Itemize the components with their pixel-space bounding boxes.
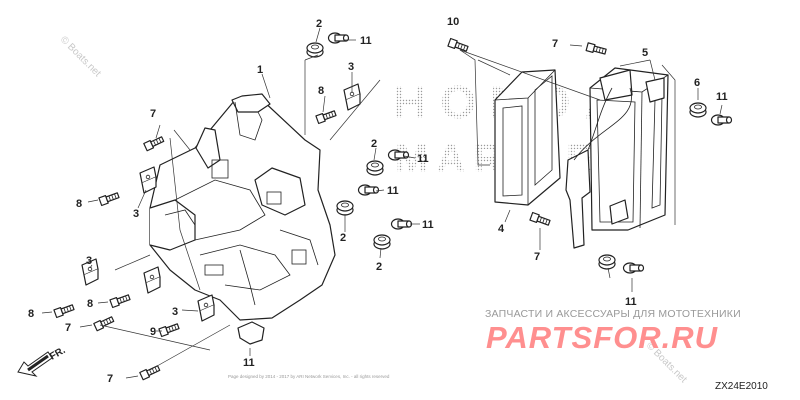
callout-3: 3 xyxy=(172,306,178,318)
main-bracket xyxy=(149,93,336,321)
callout-2: 2 xyxy=(340,232,346,244)
callout-1: 1 xyxy=(257,64,263,76)
leader-lines xyxy=(41,27,723,379)
front-direction-arrow: FR. xyxy=(17,345,68,377)
callout-7: 7 xyxy=(150,108,156,120)
callout-8: 8 xyxy=(76,198,82,210)
callout-8: 8 xyxy=(87,298,93,310)
callout-2: 2 xyxy=(371,138,377,150)
regulator-unit xyxy=(494,69,561,206)
callout-11: 11 xyxy=(417,153,429,165)
fitting-10 xyxy=(237,321,265,345)
watermark-top-left: © Boats.net xyxy=(58,34,103,79)
callout-7: 7 xyxy=(552,38,558,50)
callout-numbers: 1 2 2 2 2 3 3 3 3 4 5 6 7 7 7 7 7 8 8 8 … xyxy=(28,16,728,385)
fasteners xyxy=(53,32,733,381)
callout-11: 11 xyxy=(360,35,372,47)
callout-3: 3 xyxy=(86,255,92,267)
callout-11: 11 xyxy=(422,219,434,231)
callout-8: 9 xyxy=(150,326,156,338)
callout-4: 4 xyxy=(498,223,505,235)
callout-8: 8 xyxy=(28,308,34,320)
callout-9: 10 xyxy=(447,16,459,28)
front-label: FR. xyxy=(48,345,68,363)
callout-11: 11 xyxy=(387,185,399,197)
callout-7: 7 xyxy=(534,251,540,263)
callout-3: 3 xyxy=(348,61,354,73)
callout-11: 11 xyxy=(625,296,637,308)
callout-5: 5 xyxy=(642,47,648,59)
diagram-code: ZX24E2010 xyxy=(715,381,768,392)
callout-7: 7 xyxy=(107,373,113,385)
callout-11: 11 xyxy=(716,91,728,103)
callout-2: 2 xyxy=(376,261,382,273)
callout-7: 7 xyxy=(65,322,71,334)
copyright-footer: Page designed by 2014 - 2017 by ARI Netw… xyxy=(228,374,390,379)
site-tagline: ЗАПЧАСТИ И АКСЕССУАРЫ ДЛЯ МОТОТЕХНИКИ xyxy=(485,308,741,320)
callout-3: 3 xyxy=(133,208,139,220)
site-brand-logo: PARTSFOR.RU xyxy=(486,320,719,355)
callout-8: 8 xyxy=(318,85,324,97)
callout-6: 6 xyxy=(694,77,700,89)
electronic-module xyxy=(565,67,669,249)
callout-2: 2 xyxy=(316,18,322,30)
callout-10: 11 xyxy=(243,357,255,369)
